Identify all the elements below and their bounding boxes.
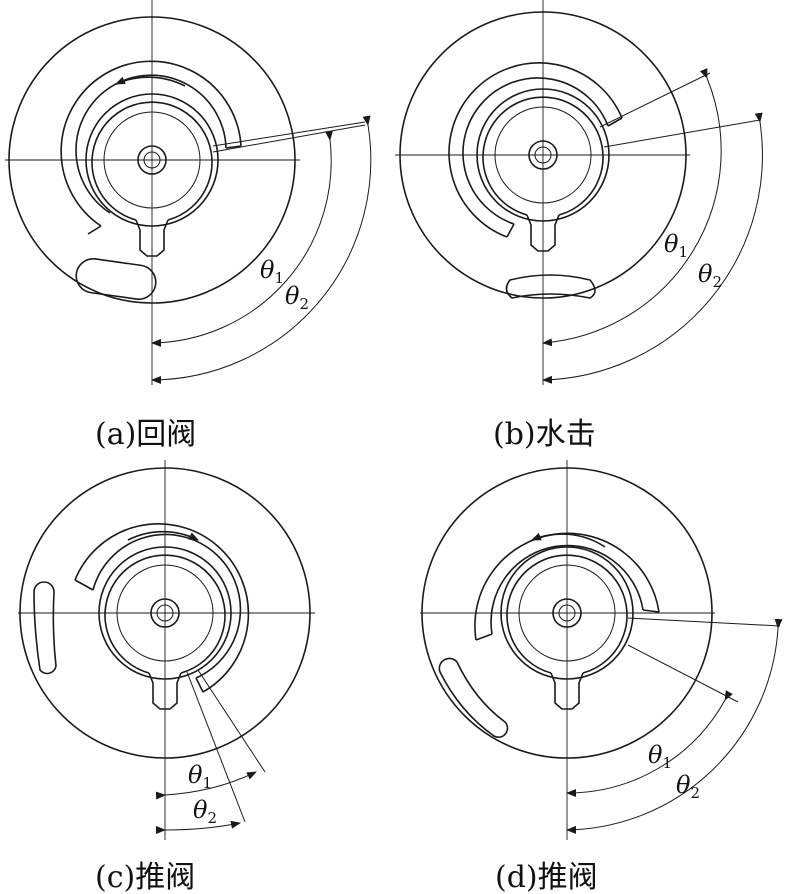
- sector-end-line: [74, 579, 94, 591]
- theta2-dimension-arc: [566, 618, 783, 834]
- panel-a: θ1 θ2 (a)回阀: [5, 0, 372, 452]
- rotation-arrow: [127, 530, 199, 541]
- sector-end-line: [87, 225, 102, 235]
- theta2-label: θ2: [285, 282, 309, 313]
- theta2-label: θ2: [698, 260, 722, 291]
- theta1-label: θ1: [664, 230, 688, 261]
- sector-outer-edge: [74, 523, 250, 693]
- hub-inner-ring: [104, 554, 226, 674]
- shaft-nut: [156, 604, 174, 622]
- theta1-label: θ1: [260, 256, 284, 287]
- hub-outer-ring: [98, 546, 232, 680]
- theta2-label: θ2: [676, 771, 700, 802]
- radial-line-1: [197, 669, 266, 773]
- sector-inner-edge: [92, 533, 242, 679]
- hub-key-tab: [148, 672, 182, 710]
- radial-line-2: [212, 121, 366, 147]
- sector-outer-edge: [60, 60, 242, 227]
- theta1-label: θ1: [648, 741, 672, 772]
- theta2-dimension-arc: [542, 112, 763, 384]
- rotation-arrow: [115, 76, 186, 87]
- theta1-label: θ1: [188, 761, 212, 792]
- kidney-slot: [505, 274, 596, 299]
- hub-bore: [116, 564, 214, 662]
- kidney-slot: [33, 581, 57, 675]
- radial-line-1: [212, 124, 366, 153]
- theta2-dimension-arc: [151, 115, 372, 384]
- sector-end-line: [475, 633, 493, 641]
- caption-b: (b)水击: [493, 417, 596, 452]
- theta2-dimension-arc: [155, 820, 241, 835]
- outer-disc: [19, 467, 311, 759]
- theta1-dimension-arc: [155, 771, 257, 800]
- caption-a: (a)回阀: [95, 417, 196, 452]
- kidney-slot: [75, 257, 157, 301]
- shaft-circle: [150, 598, 180, 628]
- radial-line-2: [627, 644, 739, 703]
- sector-end-line: [506, 223, 515, 238]
- radial-line-1: [627, 617, 781, 627]
- caption-c: (c)推阀: [95, 860, 195, 894]
- radial-line-2: [599, 72, 711, 128]
- panel-d: θ1 θ2 (d)推阀: [420, 460, 783, 894]
- sector-end-line: [195, 677, 204, 693]
- kidney-slot: [438, 657, 509, 738]
- sector-inner-edge: [490, 544, 644, 635]
- sector-end-line: [642, 609, 660, 613]
- theta2-label: θ2: [193, 796, 217, 827]
- rotation-arrow: [531, 532, 606, 548]
- panel-c: θ1 θ2 (c)推阀: [18, 460, 315, 894]
- caption-d: (d)推阀: [495, 860, 598, 894]
- panel-b: θ1 θ2 (b)水击: [395, 0, 763, 452]
- sector-inner-edge: [75, 74, 227, 214]
- theta1-dimension-arc: [566, 690, 733, 798]
